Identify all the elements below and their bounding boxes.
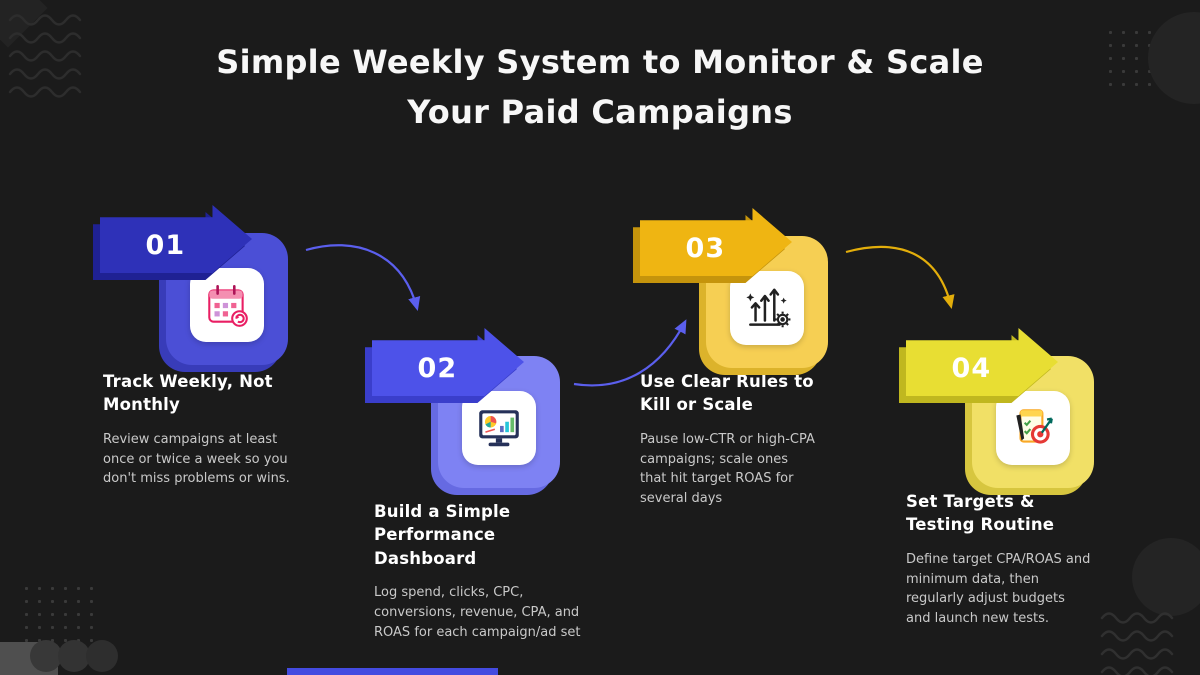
step-4-text: Set Targets & Testing Routine Define tar… — [906, 490, 1092, 629]
step-3: 03 — [633, 208, 900, 408]
calendar-icon — [190, 268, 264, 342]
step-number: 04 — [951, 352, 992, 384]
dots-decoration — [20, 582, 94, 644]
dashboard-icon — [462, 391, 536, 465]
title-line1: Simple Weekly System to Monitor & Scale — [216, 43, 984, 81]
step-body: Define target CPA/ROAS and minimum data,… — [906, 551, 1091, 627]
step-heading: Set Targets & Testing Routine — [906, 492, 1055, 535]
growth-arrows-icon — [730, 271, 804, 345]
step-2-text: Build a Simple Performance Dashboard Log… — [374, 500, 586, 643]
block-decoration — [0, 642, 58, 675]
step-1-text: Track Weekly, Not Monthly Review campaig… — [103, 370, 295, 489]
step-heading: Build a Simple Performance Dashboard — [374, 502, 511, 568]
page-title: Simple Weekly System to Monitor & Scale … — [0, 38, 1200, 137]
step-number: 01 — [145, 229, 186, 261]
step-body: Log spend, clicks, CPC, conversions, rev… — [374, 585, 581, 640]
step-card — [972, 356, 1094, 488]
step-number: 03 — [685, 232, 726, 264]
step-4: 04 — [899, 328, 1166, 528]
step-3-text: Use Clear Rules to Kill or Scale Pause l… — [640, 370, 818, 509]
target-notepad-icon — [996, 391, 1070, 465]
circle-decoration — [30, 640, 62, 672]
step-heading: Use Clear Rules to Kill or Scale — [640, 372, 814, 415]
step-number: 02 — [417, 352, 458, 384]
accent-bar-decoration — [287, 668, 498, 675]
step-body: Pause low-CTR or high-CPA campaigns; sca… — [640, 431, 815, 507]
circle-decoration — [1132, 538, 1200, 616]
circle-decoration — [86, 640, 118, 672]
step-1: 01 — [93, 205, 360, 405]
step-2: 02 — [365, 328, 632, 528]
step-heading: Track Weekly, Not Monthly — [103, 372, 273, 415]
circle-decoration — [58, 640, 90, 672]
waves-icon — [1100, 612, 1174, 675]
step-body: Review campaigns at least once or twice … — [103, 431, 290, 487]
title-line2: Your Paid Campaigns — [407, 92, 793, 131]
